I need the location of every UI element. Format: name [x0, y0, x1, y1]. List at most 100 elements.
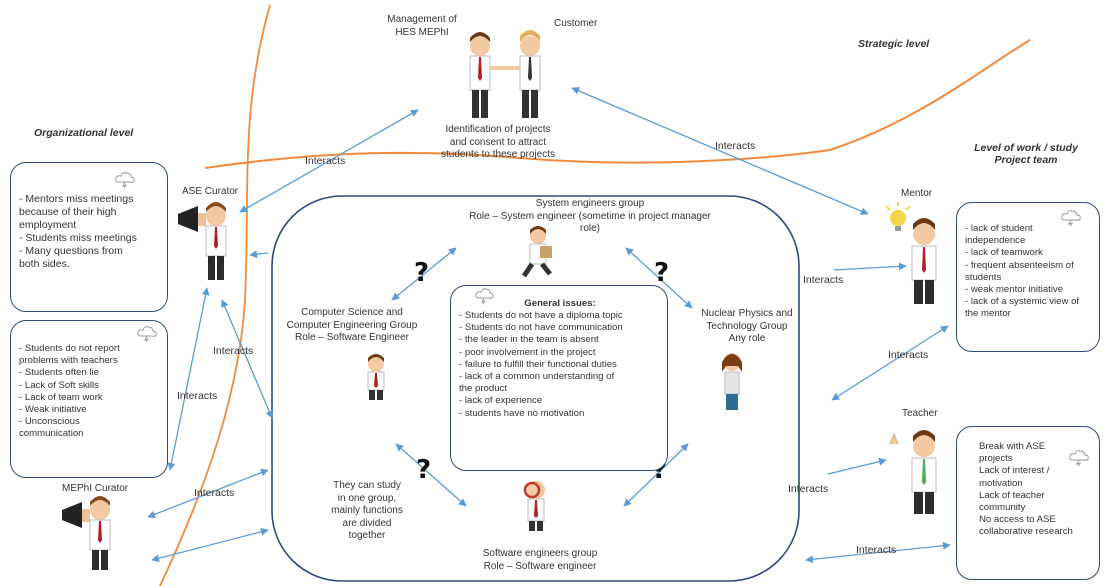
- arrow-ase-management: [239, 109, 419, 213]
- problem-item: - Weak initiative: [19, 404, 87, 416]
- mephi-curator-label: MEPhI Curator: [62, 483, 129, 494]
- problem-item: independence: [965, 235, 1026, 247]
- system-group-label: System engineers group Role – System eng…: [460, 198, 720, 236]
- storm-cloud-icon: [115, 172, 135, 189]
- problem-item: - Students do not report: [19, 343, 120, 354]
- strategic-caption-line: students to these projects: [441, 149, 555, 160]
- nuclear-figure: [722, 353, 742, 410]
- problem-item: communication: [19, 428, 84, 440]
- storm-cloud-icon: [475, 288, 494, 304]
- org-problems-box-1: - Mentors miss meetings because of their…: [10, 162, 168, 312]
- storm-cloud-icon: [1069, 450, 1089, 467]
- problem-item: - Students often lie: [19, 367, 99, 379]
- cs-group-line: Computer Engineering Group: [286, 319, 418, 331]
- problem-item: - frequent absenteeism of: [965, 259, 1074, 271]
- software-group-role: Role – Software engineer: [483, 560, 597, 572]
- problem-item: Lack of interest /: [979, 465, 1050, 477]
- issue-item: - Students do not have a diploma topic: [459, 310, 623, 321]
- mentor-problems-box: - lack of student independence - lack of…: [956, 202, 1100, 352]
- cs-engineer-figure: [367, 354, 385, 400]
- arrow-cs-software: [395, 443, 467, 507]
- problem-item: - lack of student: [965, 223, 1033, 234]
- problem-item: motivation: [979, 477, 1023, 489]
- mephi-curator-figure: [62, 496, 111, 570]
- cs-group-line: Computer Science and: [301, 307, 403, 318]
- problem-item: - Unconscious: [19, 416, 80, 428]
- interacts-label: Interacts: [856, 544, 897, 556]
- arrow-nuclear-software: [623, 443, 689, 507]
- arrow-box-mentor: [833, 262, 907, 271]
- nuclear-group-line: Any role: [728, 333, 766, 344]
- nuclear-group-line: Nuclear Physics and: [701, 308, 793, 319]
- handshake-figures: [469, 30, 541, 118]
- issue-item: - poor involvement in the project: [459, 346, 596, 358]
- problem-item: collaborative research: [979, 526, 1073, 538]
- system-group-role: Role – System engineer (sometime in proj…: [469, 210, 711, 235]
- software-engineer-figure: [523, 481, 545, 531]
- work-level-label: Level of work / study Project team: [956, 142, 1096, 166]
- cs-group-label: Computer Science and Computer Engineerin…: [282, 307, 422, 345]
- interacts-label: Interacts: [888, 349, 929, 361]
- issue-item: - Students do not have communication: [459, 322, 623, 334]
- storm-cloud-icon: [1061, 210, 1081, 227]
- problem-item: - Students miss meetings: [19, 232, 137, 244]
- problem-item: - lack of a systemic view of: [965, 296, 1080, 308]
- interacts-label: Interacts: [213, 345, 254, 357]
- strategic-caption: Identification of projects and consent t…: [428, 124, 568, 162]
- general-issues-list: - Students do not have a diploma topic -…: [459, 310, 661, 420]
- system-group-title: System engineers group: [535, 198, 645, 209]
- organizational-level-label: Organizational level: [34, 127, 134, 139]
- issue-item: - the leader in the team is absent: [459, 334, 599, 346]
- arrow-box-ase-diag: [221, 299, 273, 419]
- problem-item: projects: [979, 453, 1013, 465]
- work-level-line2: Project team: [994, 154, 1058, 166]
- issue-item: - failure to fulfill their functional du…: [459, 358, 617, 370]
- mentor-label: Mentor: [901, 188, 933, 199]
- problem-item: - Many questions from: [19, 245, 123, 257]
- strategic-caption-line: and consent to attract: [449, 136, 547, 148]
- arrow-teacher-box: [805, 541, 951, 564]
- issue-item: - lack of a common understanding of: [459, 371, 615, 383]
- general-issues-box: General issues: - Students do not have a…: [450, 285, 668, 471]
- problem-item: employment: [19, 219, 77, 231]
- problem-item: problems with teachers: [19, 355, 118, 367]
- problem-item: the mentor: [965, 308, 1011, 320]
- software-group-label: Software engineers group Role – Software…: [450, 548, 630, 573]
- issue-item: - lack of experience: [459, 395, 543, 407]
- management-line1: Management of: [387, 14, 457, 25]
- management-label: Management of HES MEPhI: [372, 14, 472, 39]
- arrow-customer-mentor: [571, 87, 869, 215]
- cs-group-line: Role – Software Engineer: [295, 332, 409, 343]
- ase-curator-figure: [178, 202, 227, 280]
- arrow-box-mephi-2: [151, 527, 269, 563]
- problem-item: Break with ASE: [979, 441, 1046, 452]
- problem-item: No access to ASE: [979, 514, 1056, 526]
- nuclear-group-label: Nuclear Physics and Technology Group Any…: [692, 308, 802, 346]
- study-note: They can study in one group, mainly func…: [322, 480, 412, 543]
- arrow-system-cs: [391, 247, 457, 301]
- customer-label: Customer: [554, 18, 598, 29]
- problem-item: - weak mentor initiative: [965, 284, 1064, 296]
- problem-item: both sides.: [19, 258, 70, 270]
- question-mark: ?: [654, 258, 670, 288]
- storm-cloud-icon: [137, 326, 157, 343]
- mentor-figure: [885, 202, 937, 304]
- interacts-label: Interacts: [305, 155, 346, 167]
- study-note-line: are divided: [342, 517, 392, 529]
- problem-item: - Lack of team work: [19, 391, 103, 403]
- org-problems-list-1: - Mentors miss meetings because of their…: [19, 193, 161, 271]
- arrow-box-teacher: [827, 457, 887, 475]
- arrow-system-nuclear: [625, 247, 693, 309]
- issue-item: the product: [459, 383, 508, 395]
- ase-curator-label: ASE Curator: [182, 186, 239, 197]
- study-note-line: in one group,: [337, 492, 397, 504]
- general-issues-title: General issues:: [524, 298, 596, 309]
- question-mark: ?: [416, 455, 432, 485]
- interacts-label: Interacts: [194, 487, 235, 499]
- problem-item: - lack of teamwork: [965, 247, 1043, 259]
- teacher-problems-list: Break with ASE projects Lack of interest…: [979, 441, 1095, 539]
- study-note-line: They can study: [333, 480, 401, 491]
- problem-item: Lack of teacher: [979, 489, 1045, 501]
- arrow-box-ase: [249, 250, 269, 259]
